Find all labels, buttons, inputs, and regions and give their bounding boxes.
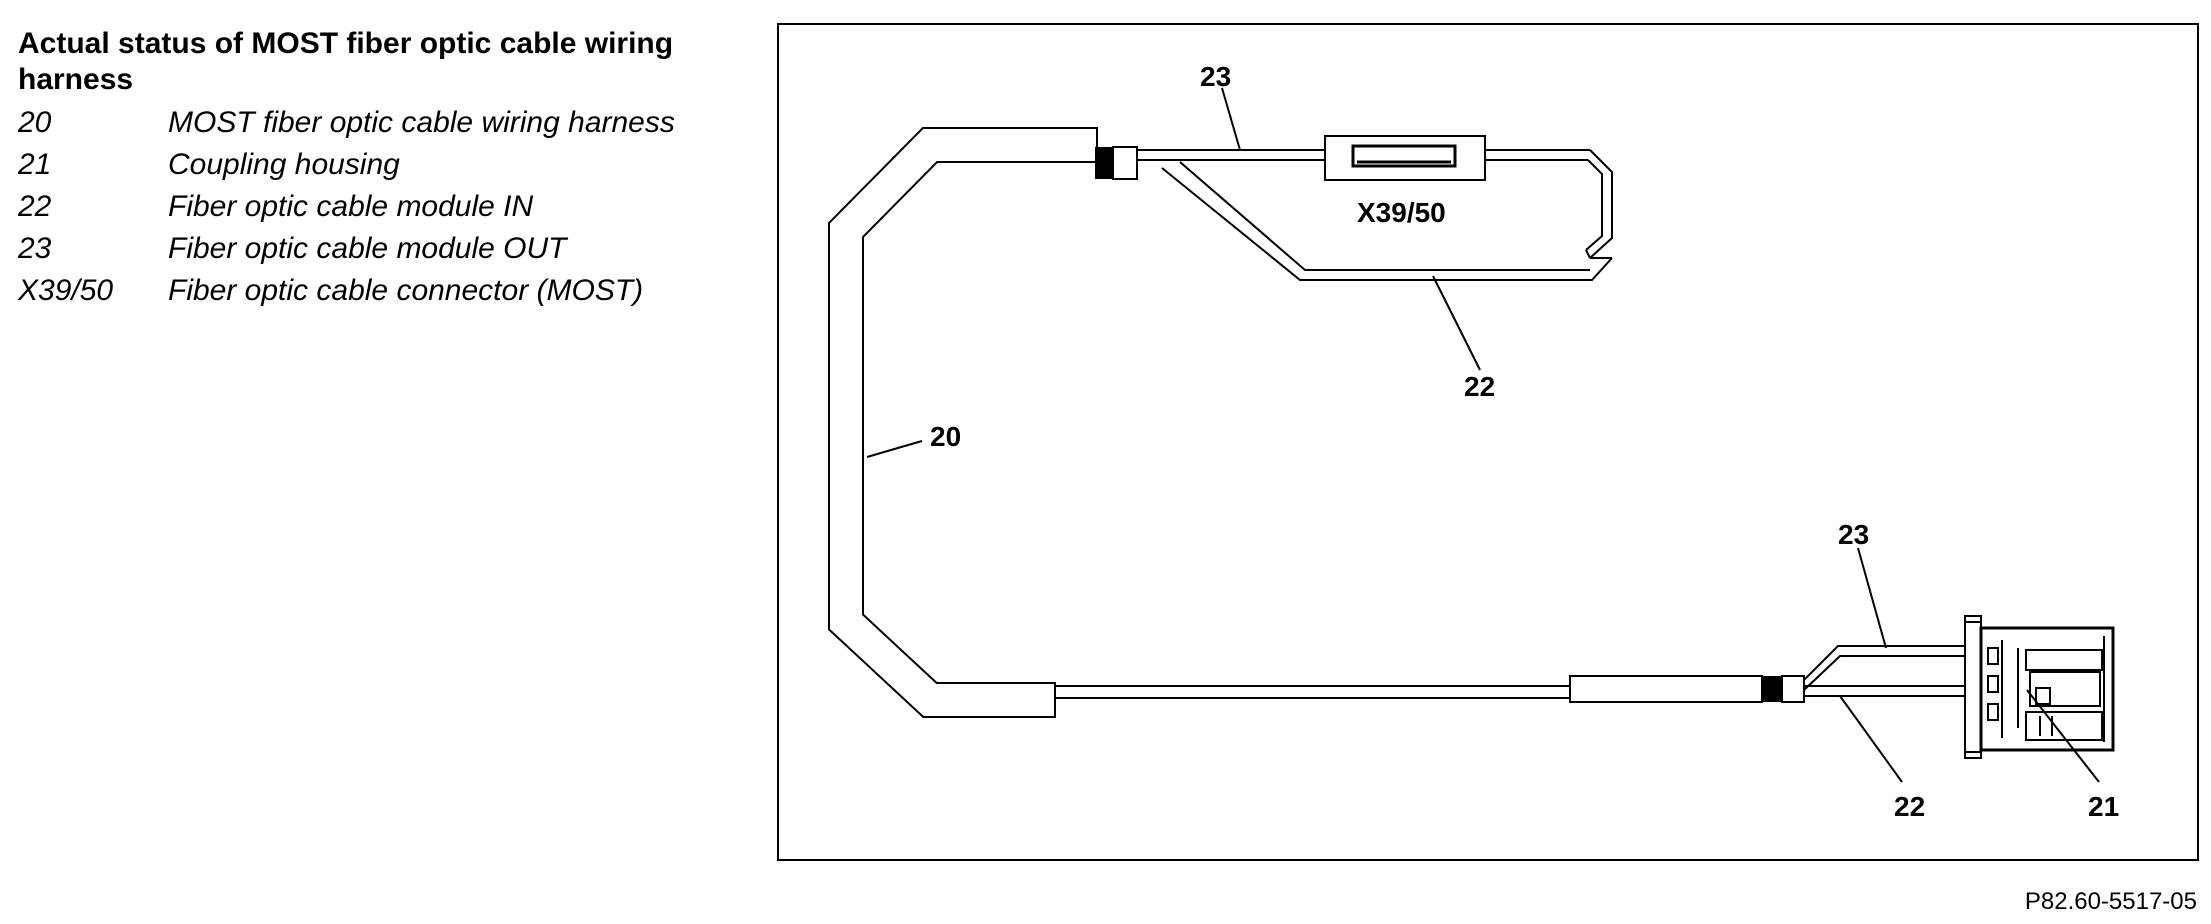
callout-20: 20 [930, 421, 961, 452]
legend-code: 23 [18, 232, 52, 265]
legend-desc: Fiber optic cable connector (MOST) [168, 274, 644, 307]
legend-desc: MOST fiber optic cable wiring harness [168, 106, 675, 139]
legend-item-23: 23 Fiber optic cable module OUT [18, 230, 738, 268]
legend-desc: Fiber optic cable module IN [168, 190, 534, 223]
callout-22-top: 22 [1464, 371, 1495, 402]
legend-item-22: 22 Fiber optic cable module IN [18, 188, 738, 226]
legend: Actual status of MOST fiber optic cable … [18, 26, 738, 314]
legend-desc: Coupling housing [168, 148, 400, 181]
band-marker-lower [1762, 676, 1782, 702]
legend-item-21: 21 Coupling housing [18, 146, 738, 184]
cable-23-top [1137, 149, 1613, 259]
lower-sleeve-end [1781, 675, 1805, 703]
connector-x39-50 [1324, 135, 1486, 181]
coupling-housing-21 [1964, 615, 2115, 759]
cable-22-top [1161, 161, 1613, 281]
legend-code: 22 [18, 190, 52, 223]
sleeve [1112, 146, 1138, 180]
callout-21: 21 [2088, 791, 2119, 822]
legend-item-x39-50: X39/50 Fiber optic cable connector (MOST… [18, 272, 738, 310]
callout-22-bottom: 22 [1894, 791, 1925, 822]
figure-id: P82.60-5517-05 [2024, 888, 2197, 915]
legend-code: X39/50 [18, 274, 114, 307]
legend-desc: Fiber optic cable module OUT [168, 232, 567, 265]
harness-20 [828, 127, 1097, 718]
cable-branches-lower [1803, 645, 1968, 697]
legend-code: 20 [18, 106, 52, 139]
callout-23-top: 23 [1200, 61, 1231, 92]
diagram-frame [777, 23, 2199, 861]
legend-code: 21 [18, 148, 52, 181]
legend-title: Actual status of MOST fiber optic cable … [18, 27, 674, 96]
lower-sleeve [1569, 675, 1763, 703]
leader-lines [866, 87, 2100, 783]
legend-item-20: 20 MOST fiber optic cable wiring harness [18, 104, 738, 142]
band-marker [1095, 147, 1113, 179]
callout-23-bottom: 23 [1838, 519, 1869, 550]
connector-label: X39/50 [1357, 197, 1446, 228]
